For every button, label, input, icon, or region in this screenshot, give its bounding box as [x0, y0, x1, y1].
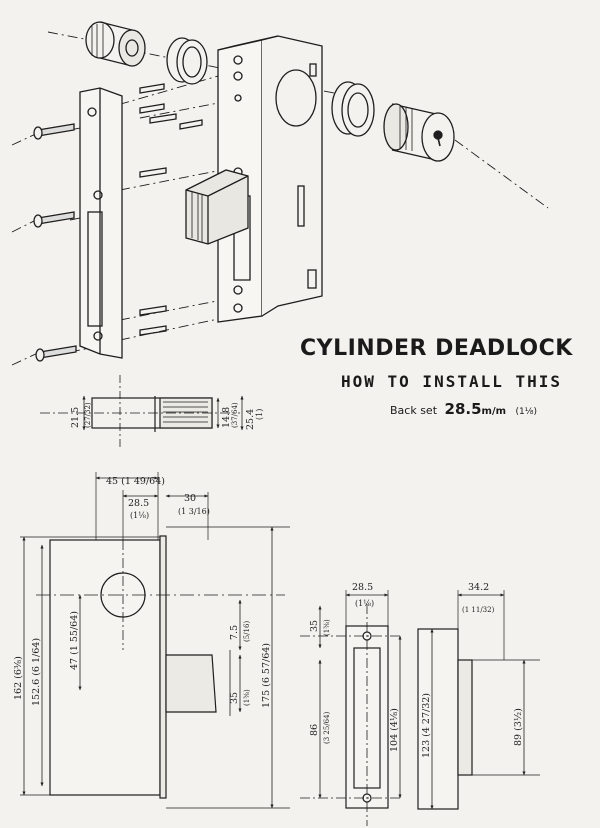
dim-89: 89 (3½) [513, 708, 524, 746]
backset-label: Back set [390, 404, 438, 417]
dim-86-fraction: (3 25/64) [323, 711, 331, 744]
bolt-section-detail [40, 375, 244, 450]
dim-35-strike: 35 [309, 620, 320, 632]
dim-7-5-fraction: (5/16) [243, 621, 251, 642]
cylinder-inner-part [85, 21, 146, 67]
backset-value: 28.5 [444, 400, 482, 418]
dim-162: 162 (6⅜) [13, 656, 24, 700]
dim-35-left-fraction: (1⅜) [243, 689, 251, 706]
trim-ring-inner [166, 37, 208, 85]
deadbolt [185, 169, 249, 245]
dim-25-4-fraction: (1) [255, 409, 264, 420]
dim-14-8-fraction: (37/64) [231, 402, 239, 428]
face-plate [79, 87, 123, 359]
exploded-view [11, 21, 549, 366]
page-title: CYLINDER DEADLOCK [300, 336, 573, 361]
dim-34-2-fraction: (1 11/32) [462, 606, 495, 614]
dim-30-fraction: (1 3/16) [178, 507, 210, 516]
dim-175: 175 (6 57/64) [261, 643, 272, 708]
dim-45: 45 (1 49/64) [106, 476, 165, 487]
backset-note: Back set 28.5m/m (1⅛) [390, 400, 537, 418]
dim-104: 104 (4⅛) [389, 708, 400, 752]
dim-25-4: 25.4 [245, 409, 256, 430]
backset-unit: m/m [481, 406, 507, 417]
dim-152-6: 152.6 (6 1/64) [31, 638, 42, 706]
page-subtitle: HOW TO INSTALL THIS [341, 372, 563, 391]
dim-28-5-top-fraction: (1⅛) [130, 511, 149, 520]
dim-86: 86 [309, 724, 320, 736]
cylinder-outer-part [383, 103, 455, 162]
trim-ring-outer [331, 81, 375, 137]
dim-34-2: 34.2 [468, 582, 489, 593]
dim-21-5: 21.5 [70, 407, 81, 428]
dim-7-5: 7.5 [229, 625, 240, 640]
dim-28-5-strike-fraction: (1⅛) [355, 599, 374, 608]
dim-35-strike-fraction: (1⅜) [323, 619, 331, 636]
dim-123: 123 (4 27/32) [421, 693, 432, 758]
dim-28-5-top: 28.5 [128, 498, 149, 509]
dim-30: 30 [184, 493, 196, 504]
front-view [20, 472, 290, 809]
dim-21-5-fraction: (27/32) [84, 402, 92, 428]
dim-35-left: 35 [229, 692, 240, 704]
dim-28-5-strike: 28.5 [352, 582, 373, 593]
dimension-labels: 21.5 (27/32) 14.8 (37/64) 25.4 (1) 45 (1… [13, 402, 524, 758]
screws-left [33, 83, 203, 362]
backset-fraction: (1⅛) [515, 407, 538, 417]
dim-14-8: 14.8 [221, 407, 232, 428]
dim-47: 47 (1 55/64) [69, 611, 80, 670]
strike-plate-view [300, 590, 540, 826]
